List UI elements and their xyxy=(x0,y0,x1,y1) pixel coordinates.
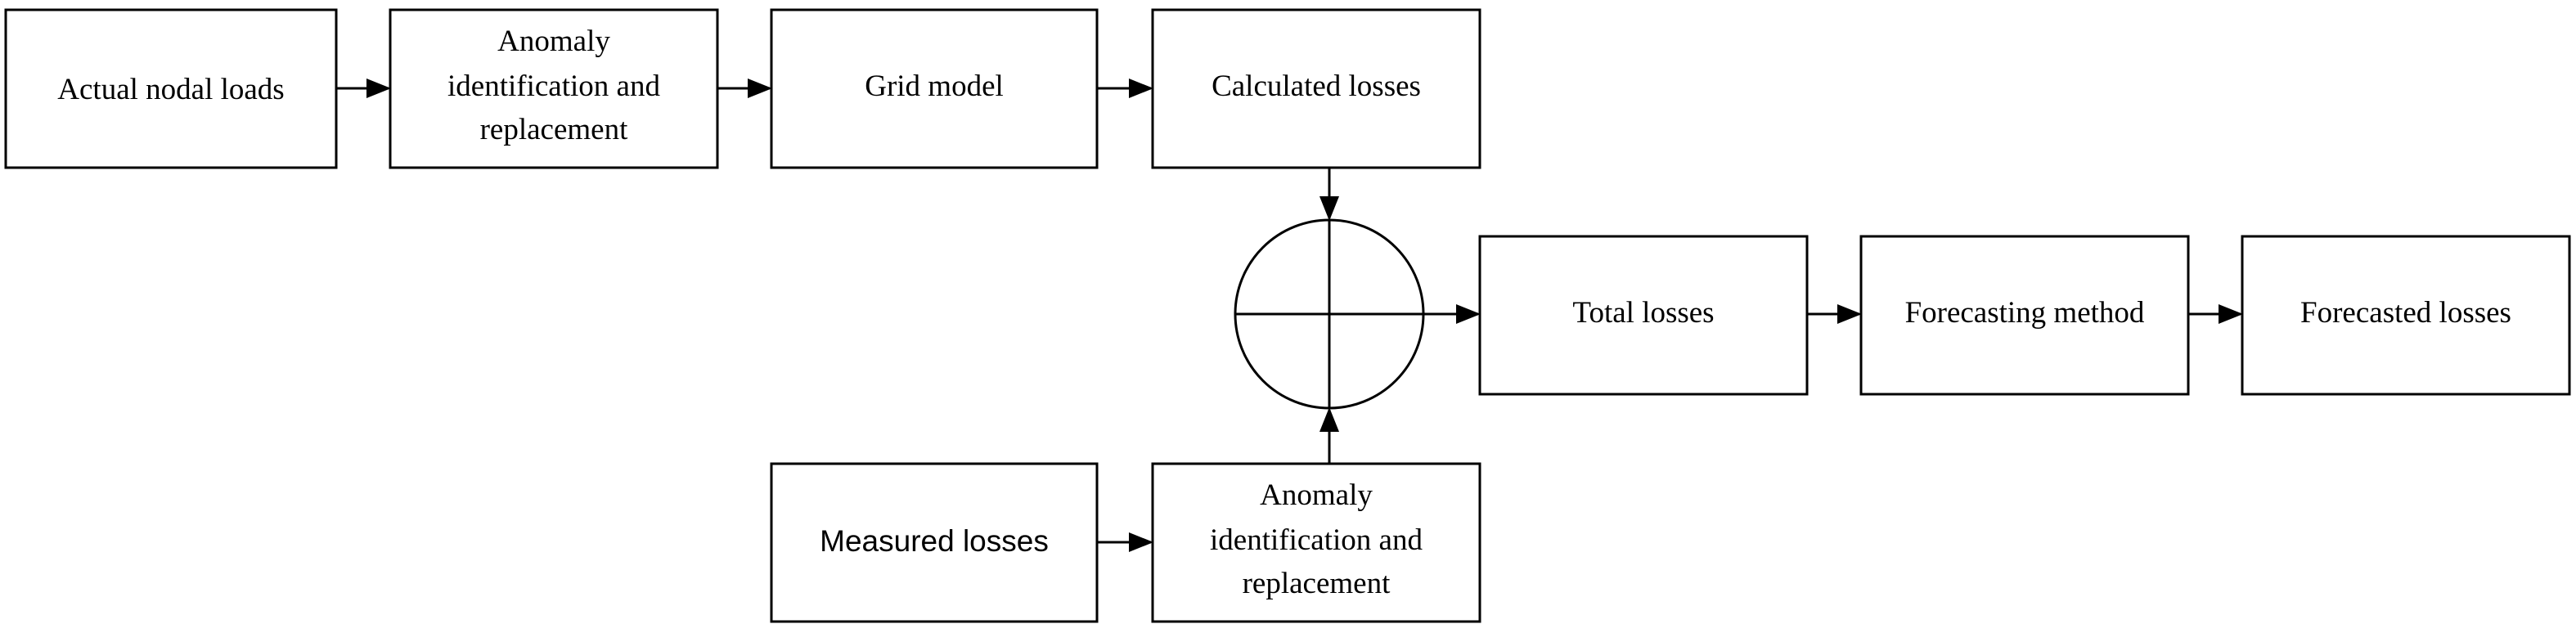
forecasted-losses-label: Forecasted losses xyxy=(2300,296,2511,330)
grid-model-label: Grid model xyxy=(865,70,1004,103)
total-losses-label: Total losses xyxy=(1572,296,1714,330)
forecasting-method-label: Forecasting method xyxy=(1905,296,2145,330)
calculated-losses-node: Calculated losses xyxy=(1151,8,1481,169)
anomaly-identification-top-node: Anomaly identification and replacement xyxy=(389,8,719,169)
anomaly-top-label-line1: Anomaly xyxy=(497,25,610,58)
anomaly-top-label-line2: identification and xyxy=(447,70,660,103)
forecasting-method-node: Forecasting method xyxy=(1859,235,2190,396)
measured-losses-label: Measured losses xyxy=(820,524,1049,558)
total-losses-node: Total losses xyxy=(1478,235,1809,396)
anomaly-identification-bottom-node: Anomaly identification and replacement xyxy=(1151,462,1481,623)
actual-nodal-loads-node: Actual nodal loads xyxy=(4,8,338,169)
actual-nodal-loads-label: Actual nodal loads xyxy=(57,73,284,106)
anomaly-bottom-label-line2: identification and xyxy=(1210,523,1423,557)
grid-model-node: Grid model xyxy=(770,8,1099,169)
forecasted-losses-node: Forecasted losses xyxy=(2241,235,2571,396)
summing-junction xyxy=(1234,218,1425,410)
anomaly-bottom-label-line3: replacement xyxy=(1243,567,1391,600)
anomaly-top-label-line3: replacement xyxy=(480,113,628,146)
measured-losses-node: Measured losses xyxy=(770,462,1099,623)
anomaly-bottom-label-line1: Anomaly xyxy=(1260,478,1373,512)
calculated-losses-label: Calculated losses xyxy=(1212,70,1421,103)
